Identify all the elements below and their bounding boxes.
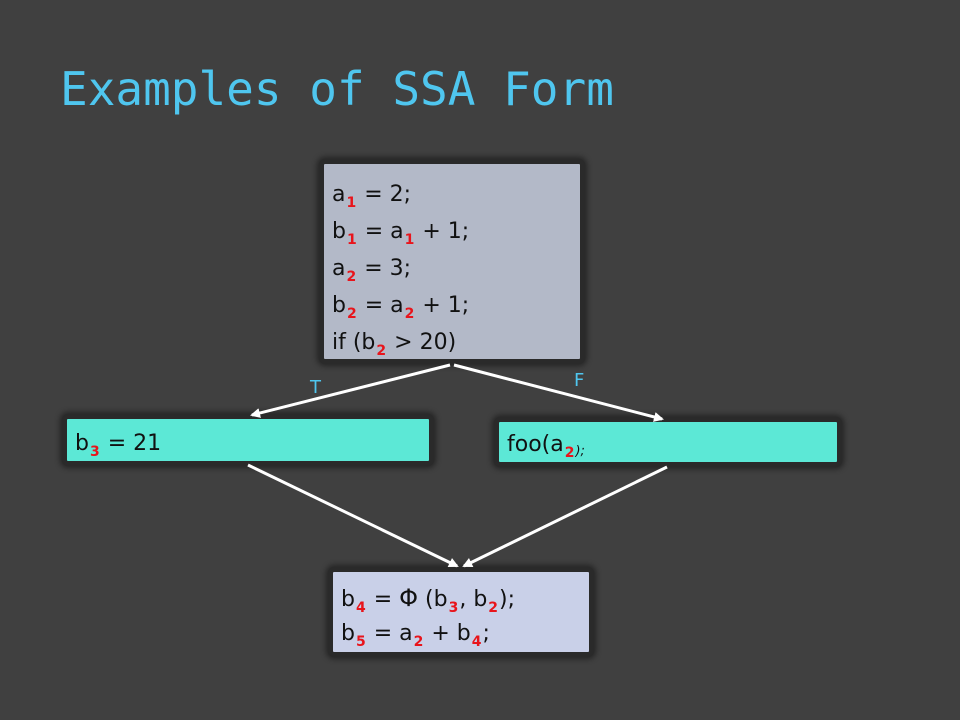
code-text: b	[332, 293, 346, 318]
merge-block: b4 = Φ (b3, b2); b5 = a2 + b4;	[328, 567, 594, 657]
code-line-b4-phi: b4 = Φ (b3, b2);	[341, 580, 589, 616]
edge-true-to-merge-arrow	[247, 463, 459, 568]
code-text: if (b	[332, 330, 376, 355]
code-text: =	[366, 587, 400, 612]
code-text: + 1;	[415, 219, 470, 244]
code-text: + 1;	[415, 293, 470, 318]
code-text: b	[75, 431, 89, 456]
code-text: = a	[357, 293, 404, 318]
ssa-subscript: 2	[376, 343, 387, 359]
code-line-b3: b3 = 21	[75, 429, 429, 460]
code-text: , b	[459, 587, 488, 612]
code-text: b	[332, 219, 346, 244]
ssa-subscript: 2	[346, 269, 357, 285]
ssa-subscript: 2	[564, 445, 575, 461]
edge-label-true: T	[310, 377, 321, 398]
code-text: b	[341, 587, 355, 612]
code-text: > 20)	[387, 330, 457, 355]
ssa-subscript: 3	[448, 600, 459, 616]
code-text: );	[499, 587, 516, 612]
code-line-a2: a2 = 3;	[332, 250, 580, 287]
edge-false-arrow	[453, 363, 664, 422]
ssa-subscript: 2	[346, 306, 357, 322]
code-line-b2: b2 = a2 + 1;	[332, 287, 580, 324]
ssa-subscript: 2	[488, 600, 499, 616]
code-text: a	[332, 256, 346, 281]
slide-title: Examples of SSA Form	[60, 62, 614, 116]
code-text: = a	[366, 621, 413, 646]
code-text: (b	[418, 587, 448, 612]
code-line-b5: b5 = a2 + b4;	[341, 616, 589, 652]
code-text: b	[341, 621, 355, 646]
ssa-subscript: 2	[404, 306, 415, 322]
ssa-subscript: 1	[346, 232, 357, 248]
false-branch-block: foo(a2);	[494, 417, 842, 467]
code-text: = 3;	[357, 256, 412, 281]
code-text: = 2;	[357, 182, 412, 207]
code-line-b1: b1 = a1 + 1;	[332, 213, 580, 250]
edge-true-arrow	[250, 363, 451, 418]
code-text: = a	[357, 219, 404, 244]
code-text: + b	[424, 621, 471, 646]
ssa-subscript: 2	[413, 634, 424, 650]
code-text: ;	[482, 621, 490, 646]
ssa-subscript: 3	[89, 444, 100, 460]
code-line-if: if (b2 > 20)	[332, 324, 580, 361]
ssa-subscript: 4	[471, 634, 482, 650]
code-text: a	[332, 182, 346, 207]
ssa-subscript: 1	[346, 195, 357, 211]
ssa-subscript: 1	[404, 232, 415, 248]
phi-symbol: Φ	[399, 584, 419, 612]
edge-label-false: F	[574, 370, 585, 391]
code-line-foo: foo(a2);	[507, 430, 837, 461]
code-line-a1: a1 = 2;	[332, 176, 580, 213]
ssa-subscript: 5	[355, 634, 366, 650]
ssa-subscript: 4	[355, 600, 366, 616]
code-text: foo(a	[507, 432, 564, 457]
edge-false-to-merge-arrow	[462, 465, 668, 568]
code-text: );	[575, 444, 585, 459]
code-text: = 21	[100, 431, 162, 456]
true-branch-block: b3 = 21	[62, 414, 434, 466]
entry-block: a1 = 2; b1 = a1 + 1; a2 = 3; b2 = a2 + 1…	[319, 159, 585, 364]
